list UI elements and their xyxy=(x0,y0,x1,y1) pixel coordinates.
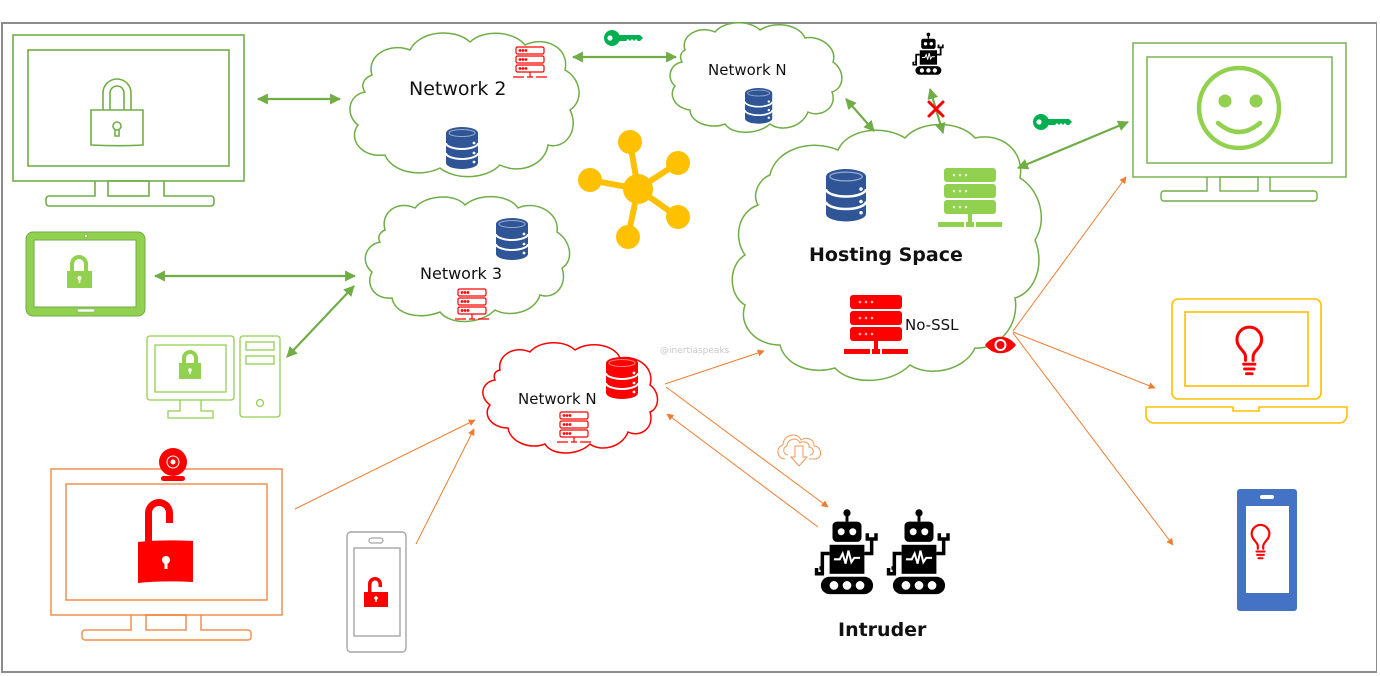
hosting-space-label: Hosting Space xyxy=(809,244,963,266)
intruder-label: Intruder xyxy=(838,619,927,641)
robot-icon xyxy=(886,507,950,596)
phone-idea xyxy=(1237,489,1297,611)
link-hosting-laptop xyxy=(1012,331,1156,389)
tablet-locked xyxy=(25,231,146,317)
link-hosting-monitor xyxy=(1016,120,1130,170)
eye-icon xyxy=(985,336,1016,354)
laptop-idea xyxy=(1145,298,1348,424)
link-phone-network xyxy=(415,428,475,545)
lock-closed-icon xyxy=(67,255,92,288)
link-hosting-monitor-exposed xyxy=(1012,176,1127,332)
link-network-hosting xyxy=(664,349,765,385)
link-pc-network3 xyxy=(286,285,355,358)
lock-closed-icon xyxy=(179,350,201,379)
link-hosting-phone xyxy=(1012,332,1174,546)
desktop-locked xyxy=(12,34,245,207)
robot-icon xyxy=(912,31,944,76)
database-icon xyxy=(744,87,774,125)
database-icon xyxy=(445,126,479,170)
watermark: @inertiaspeaks xyxy=(660,346,730,356)
link-networkN-hosting xyxy=(845,98,875,132)
network-n-top-cloud: Network N xyxy=(669,22,843,133)
intruder-group: Intruder xyxy=(814,507,950,641)
link-intruder-network xyxy=(666,413,819,528)
network-n-bottom-label: Network N xyxy=(518,390,597,408)
monitor-happy xyxy=(1132,42,1347,202)
no-ssl-label: No-SSL xyxy=(905,316,959,334)
network3-label: Network 3 xyxy=(420,264,502,283)
webcam-icon xyxy=(159,448,187,481)
desktop-unlocked xyxy=(50,448,283,641)
lock-open-icon xyxy=(364,577,388,607)
phone-unlocked xyxy=(346,531,407,653)
pc-tower-locked xyxy=(146,335,281,419)
database-icon xyxy=(605,356,639,400)
hub-network-icon xyxy=(578,130,690,249)
robot-icon xyxy=(814,507,878,596)
blocked-x-icon xyxy=(927,100,945,118)
network2-cloud: Network 2 xyxy=(349,32,580,178)
lightbulb-icon xyxy=(1235,325,1264,376)
hosting-space-cloud: Hosting Space No-SSL xyxy=(731,123,1043,382)
cloud-download-icon xyxy=(777,434,821,467)
smiley-icon xyxy=(1196,65,1282,151)
diagram-frame xyxy=(1,22,1377,673)
key-icon xyxy=(604,30,643,46)
lock-closed-icon xyxy=(90,78,144,147)
link-unlocked-desktop-network xyxy=(294,419,476,510)
network-n-top-label: Network N xyxy=(708,61,787,79)
network-n-bottom-cloud: Network N xyxy=(482,342,659,454)
key-icon xyxy=(1033,114,1072,130)
network3-cloud: Network 3 xyxy=(364,195,571,323)
network2-label: Network 2 xyxy=(409,78,506,100)
secure-links xyxy=(153,51,1130,358)
database-icon xyxy=(824,167,868,223)
link-network-intruder xyxy=(665,386,829,508)
lock-open-icon xyxy=(138,499,193,583)
insecure-links xyxy=(294,176,1174,546)
database-icon xyxy=(495,217,529,261)
